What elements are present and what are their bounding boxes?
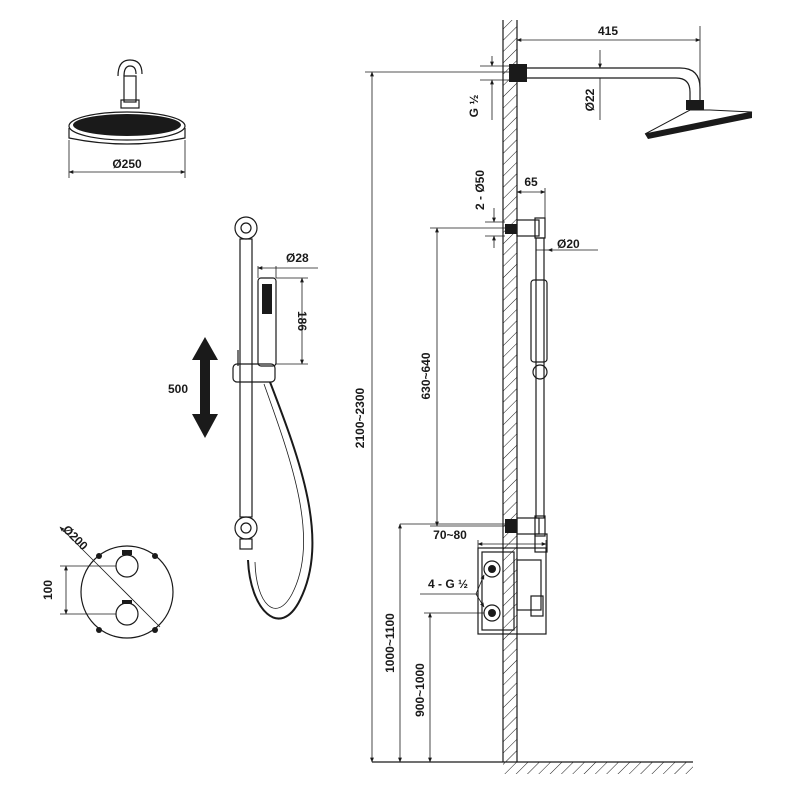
outlet-offset-label: 65 — [524, 175, 538, 189]
side-elevation-view: 415 Ø22 G ½ 2100~2300 — [353, 20, 753, 774]
outlet-diameter-dimension: 2 - Ø50 — [473, 170, 505, 248]
valve-height-upper-label: 1000~1100 — [383, 613, 397, 673]
rail-diameter-dimension: Ø20 — [536, 237, 598, 252]
inlet-thread-dimension: 4 - G ½ — [420, 574, 485, 608]
plate-diameter-dimension: Ø200 — [59, 522, 161, 628]
total-height-dimension: 2100~2300 — [353, 71, 509, 763]
head-width-label: 415 — [598, 24, 618, 38]
arm-diameter-label: Ø22 — [583, 88, 597, 111]
valve-height-lower-label: 900~1000 — [413, 663, 427, 717]
ceiling-arm-icon — [117, 59, 143, 109]
rail-height-dimension: 630~640 — [419, 227, 505, 527]
valve-height-upper-dimension: 1000~1100 — [383, 523, 402, 763]
head-width-dimension: 415 — [516, 24, 701, 100]
rail-side-icon — [505, 217, 548, 553]
head-diameter-label: Ø250 — [112, 157, 142, 171]
wall-arm-icon — [509, 64, 753, 139]
box-depth-label: 70~80 — [433, 528, 467, 542]
thermostat-plate-view: Ø200 100 — [41, 522, 174, 639]
slide-travel-label: 500 — [168, 382, 188, 396]
hand-length-dimension: 186 — [276, 277, 309, 365]
cover-plate-icon — [80, 545, 174, 639]
rail-height-label: 630~640 — [419, 352, 433, 399]
rail-diameter-label: Ø20 — [557, 237, 580, 251]
hose-icon — [247, 381, 314, 620]
arm-diameter-dimension: Ø22 — [583, 50, 602, 120]
upper-knob-icon — [115, 554, 139, 578]
outlet-offset-dimension: 65 — [516, 175, 546, 218]
slide-rail-view: Ø28 186 500 — [168, 216, 318, 620]
hand-diameter-dimension: Ø28 — [257, 251, 318, 278]
total-height-label: 2100~2300 — [353, 387, 367, 448]
inlet-thread-label: 4 - G ½ — [428, 577, 468, 591]
plate-diameter-label: Ø200 — [60, 522, 91, 553]
mixer-box-icon — [477, 547, 547, 635]
valve-height-lower-dimension: 900~1000 — [413, 612, 484, 763]
overhead-head-view: Ø250 — [68, 59, 186, 178]
hand-shower-icon — [232, 277, 277, 383]
lower-knob-icon — [115, 602, 139, 626]
head-diameter-dimension: Ø250 — [68, 140, 186, 178]
outlet-diameter-label: 2 - Ø50 — [473, 170, 487, 210]
knob-spacing-dimension: 100 — [41, 565, 116, 615]
hand-length-label: 186 — [295, 311, 309, 331]
rain-head-top-icon — [68, 111, 186, 145]
box-depth-dimension: 70~80 — [400, 523, 547, 548]
rail-bar-icon — [234, 216, 258, 550]
knob-spacing-label: 100 — [41, 580, 55, 600]
head-thread-label: G ½ — [467, 95, 481, 118]
slide-travel-arrow-icon — [192, 337, 218, 438]
hand-diameter-label: Ø28 — [286, 251, 309, 265]
head-thread-dimension: G ½ — [467, 56, 509, 120]
